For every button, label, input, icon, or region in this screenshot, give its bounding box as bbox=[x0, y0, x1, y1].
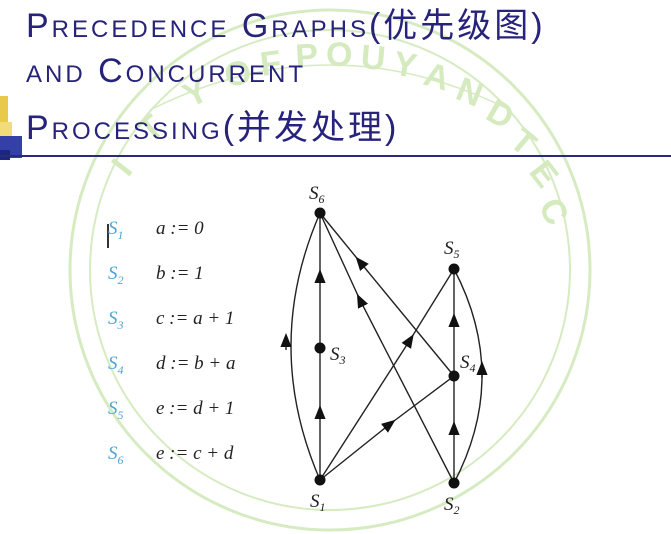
statement-label: S3 bbox=[108, 308, 124, 332]
node-s1 bbox=[314, 474, 326, 486]
statement-label: S5 bbox=[108, 398, 124, 422]
statement-expression: e := c + d bbox=[156, 443, 234, 464]
text-cursor bbox=[107, 224, 109, 248]
edge-s1-s4 bbox=[319, 375, 455, 481]
statement-expression: e := d + 1 bbox=[156, 398, 235, 419]
node-label-s2: S2 bbox=[444, 494, 460, 517]
svg-text:P: P bbox=[294, 37, 319, 76]
node-s3 bbox=[314, 342, 326, 354]
edge-s4-s6 bbox=[319, 212, 455, 377]
svg-text:U: U bbox=[359, 38, 387, 78]
slide-title-line-1: Precedence Graphs(优先级图) bbox=[26, 7, 546, 45]
node-s5 bbox=[448, 263, 460, 275]
statement-expression: c := a + 1 bbox=[156, 308, 235, 329]
svg-text:O: O bbox=[326, 36, 352, 74]
statement-label: S4 bbox=[108, 353, 124, 377]
edge-s2-s6 bbox=[319, 212, 455, 484]
edge-s1-s5 bbox=[319, 268, 455, 481]
node-label-s6: S6 bbox=[309, 183, 325, 206]
node-s2 bbox=[448, 477, 460, 489]
statement-expression: a := 0 bbox=[156, 218, 204, 239]
node-label-s4: S4 bbox=[460, 352, 476, 375]
node-label-s5: S5 bbox=[444, 238, 460, 261]
statement-expression: b := 1 bbox=[156, 263, 204, 284]
node-s6 bbox=[314, 207, 326, 219]
accent-bar-light-gold bbox=[0, 122, 12, 140]
title-underline bbox=[0, 155, 671, 157]
statement-label: S6 bbox=[108, 443, 124, 467]
statement-label: S2 bbox=[108, 263, 124, 287]
accent-bar-gold bbox=[0, 96, 8, 122]
statement-expression: d := b + a bbox=[156, 353, 236, 374]
node-label-s3: S3 bbox=[330, 344, 346, 367]
node-label-s1: S1 bbox=[310, 491, 326, 514]
slide-title-line-2: and Concurrent bbox=[26, 52, 306, 90]
slide-title-line-3: Processing(并发处理) bbox=[26, 109, 400, 147]
statement-label: S1 bbox=[108, 218, 124, 242]
node-s4 bbox=[448, 370, 460, 382]
